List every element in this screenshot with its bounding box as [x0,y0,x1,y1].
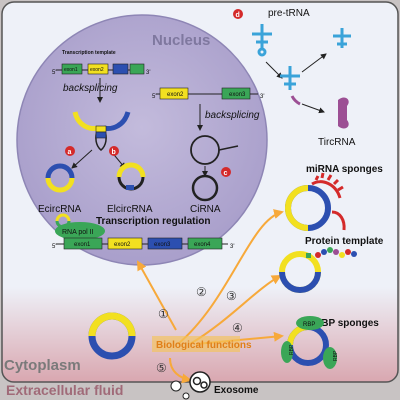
template-exon1: exon1 [61,63,83,75]
svg-text:exon2: exon2 [114,242,131,248]
svg-text:RBP: RBP [289,344,295,355]
rna-pol-ii: RNA pol II [55,222,105,240]
protein-template-circle [279,251,321,293]
svg-text:3': 3' [230,244,234,250]
svg-text:c: c [224,170,228,177]
ecircrna-label: EcircRNA [38,204,82,215]
nucleus-label: Nucleus [152,32,210,49]
svg-text:RBP: RBP [333,350,339,361]
rbp-proteins: RBP RBP RBP [281,316,339,369]
intron-exon3: exon3 [221,87,251,100]
arrow-mirna [177,209,284,345]
five-prime-label: 5' [52,70,56,76]
step-5: ⑤ [156,361,167,375]
mirna-sponge-circle [285,185,331,231]
svg-text:exon2: exon2 [167,92,184,98]
transcription-regulation-label: Transcription regulation [96,216,210,227]
regulation-circrna [55,213,71,229]
protein-template-label: Protein template [305,236,384,247]
marker-b: b [109,146,119,156]
nucleus [16,14,268,266]
mature-trna [333,28,351,48]
mirna-molecules [311,172,346,231]
biological-functions-label: Biological functions [156,340,252,351]
rbp-sponges-label: RBP sponges [314,318,379,329]
step-2: ② [196,285,207,299]
template-exon2: exon2 [87,63,109,75]
marker-d: d [233,9,243,19]
svg-text:b: b [112,149,116,156]
regulation-exon1: exon1 [63,237,103,250]
backsplicing-right-label: backsplicing [205,110,260,121]
svg-text:d: d [236,12,240,19]
exosome [189,371,211,393]
pre-trna-label: pre-tRNA [268,8,310,19]
pre-trna-structure [252,24,272,57]
tircrna-shape [338,97,349,129]
step-4: ④ [232,321,243,335]
regulation-exon2: exon2 [107,237,143,250]
regulation-exon4: exon4 [187,237,223,250]
step-3: ③ [226,289,237,303]
backspliced-intermediate [72,111,131,151]
regulation-exon3: exon3 [147,237,183,250]
extracellular-label: Extracellular fluid [6,382,123,398]
biological-functions-band [152,336,240,352]
template-exon4 [129,63,145,75]
cytoplasm-label: Cytoplasm [4,357,81,374]
intron-exon2: exon2 [159,87,189,100]
three-prime-label: 3' [146,70,150,76]
svg-text:RNA pol II: RNA pol II [62,229,94,236]
svg-text:exon3: exon3 [229,92,246,98]
ecircrna-circle [45,163,75,193]
elcircrna-circle [116,162,146,191]
svg-text:3': 3' [260,94,264,100]
svg-text:exon2: exon2 [90,67,104,73]
svg-text:5': 5' [152,94,156,100]
transcription-template-label: Transcription template [62,50,116,56]
template-exon3 [112,63,129,75]
svg-text:exon1: exon1 [74,242,91,248]
backsplicing-left-label: backsplicing [63,83,118,94]
peptide-chain [315,247,357,258]
marker-c: c [221,167,231,177]
exosome-release [170,380,190,400]
marker-a: a [65,146,75,156]
tircrna-intermediate [280,66,300,90]
arrow-regulation [137,260,177,331]
cytoplasm-circrna [88,312,136,360]
elcircrna-label: ElcircRNA [107,204,153,215]
mirna-sponges-label: miRNA sponges [306,164,383,175]
step-1: ① [158,307,169,321]
tircrna-label: TircRNA [318,137,356,148]
svg-text:5': 5' [52,244,56,250]
arrow-exosome [169,357,192,384]
svg-text:exon4: exon4 [194,242,211,248]
svg-text:RBP: RBP [303,322,315,328]
svg-text:exon3: exon3 [154,242,171,248]
cirna-circle [191,174,219,202]
svg-text:exon1: exon1 [64,67,78,73]
cirna-label: CiRNA [190,204,221,215]
svg-text:a: a [68,149,72,156]
exosome-label: Exosome [214,385,259,396]
